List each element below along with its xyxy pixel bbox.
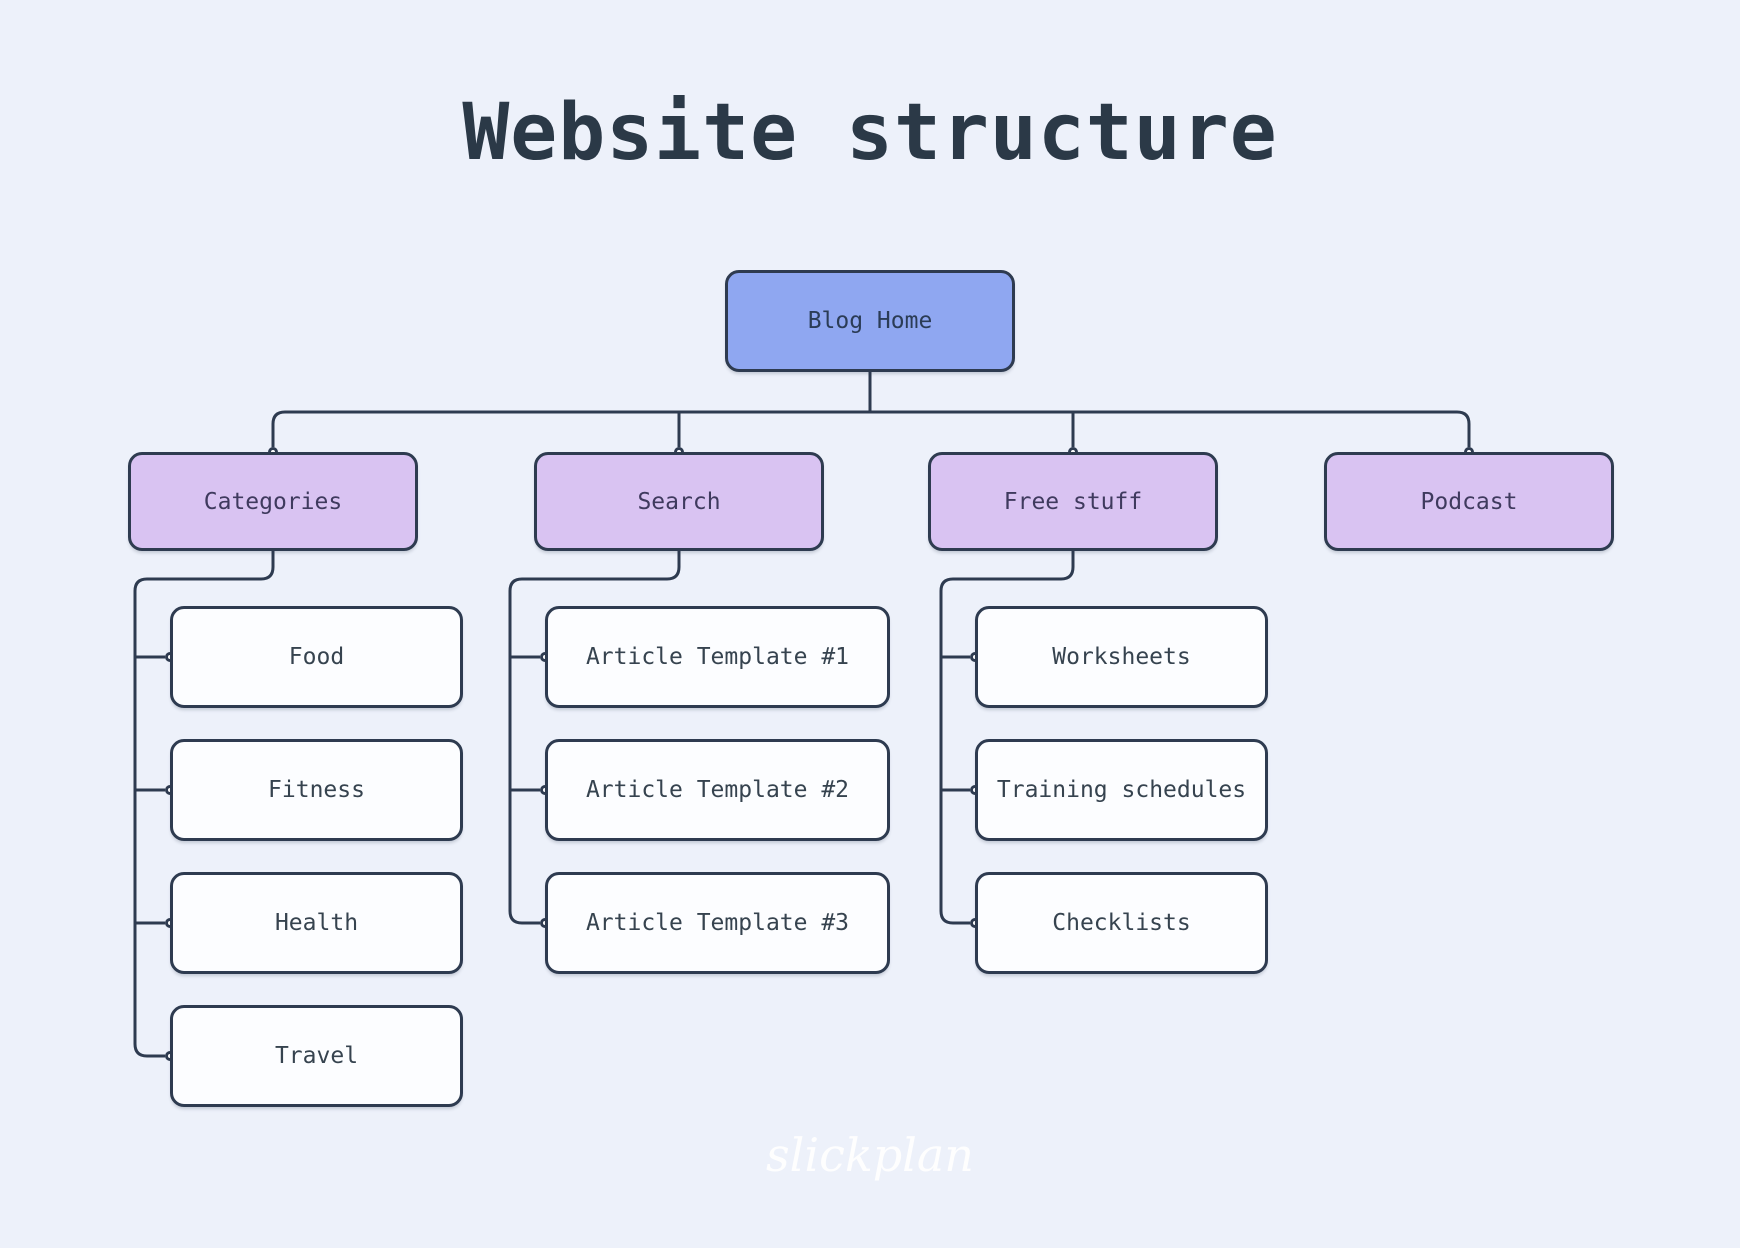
node-worksheets[interactable]: Worksheets — [975, 606, 1268, 708]
node-label: Worksheets — [1052, 644, 1191, 670]
node-checklists[interactable]: Checklists — [975, 872, 1268, 974]
node-label: Health — [274, 910, 359, 936]
node-label: Search — [637, 488, 721, 515]
slickplan-watermark-logo: slickplan — [766, 1128, 974, 1182]
node-blog-home[interactable]: Blog Home — [725, 270, 1015, 372]
node-label: Food — [288, 644, 345, 670]
node-free-stuff[interactable]: Free stuff — [928, 452, 1218, 551]
node-search[interactable]: Search — [534, 452, 824, 551]
node-label: Article Template #1 — [585, 644, 850, 670]
node-label: Fitness — [268, 777, 365, 803]
node-label: Article Template #3 — [585, 910, 850, 936]
node-categories[interactable]: Categories — [128, 452, 418, 551]
node-label: Checklists — [1052, 910, 1191, 936]
node-food[interactable]: Food — [170, 606, 463, 708]
node-podcast[interactable]: Podcast — [1324, 452, 1614, 551]
node-label: Travel — [274, 1043, 359, 1069]
node-article-template-1[interactable]: Article Template #1 — [545, 606, 890, 708]
node-fitness[interactable]: Fitness — [170, 739, 463, 841]
node-label: Training schedules — [996, 777, 1247, 803]
node-label: Podcast — [1420, 488, 1518, 515]
node-health[interactable]: Health — [170, 872, 463, 974]
node-article-template-3[interactable]: Article Template #3 — [545, 872, 890, 974]
node-training-schedules[interactable]: Training schedules — [975, 739, 1268, 841]
node-label: Categories — [203, 488, 343, 515]
node-label: Free stuff — [1003, 488, 1143, 515]
node-label: Blog Home — [807, 308, 933, 334]
node-travel[interactable]: Travel — [170, 1005, 463, 1107]
node-label: Article Template #2 — [585, 777, 850, 803]
page-title: Website structure — [462, 88, 1278, 178]
node-article-template-2[interactable]: Article Template #2 — [545, 739, 890, 841]
